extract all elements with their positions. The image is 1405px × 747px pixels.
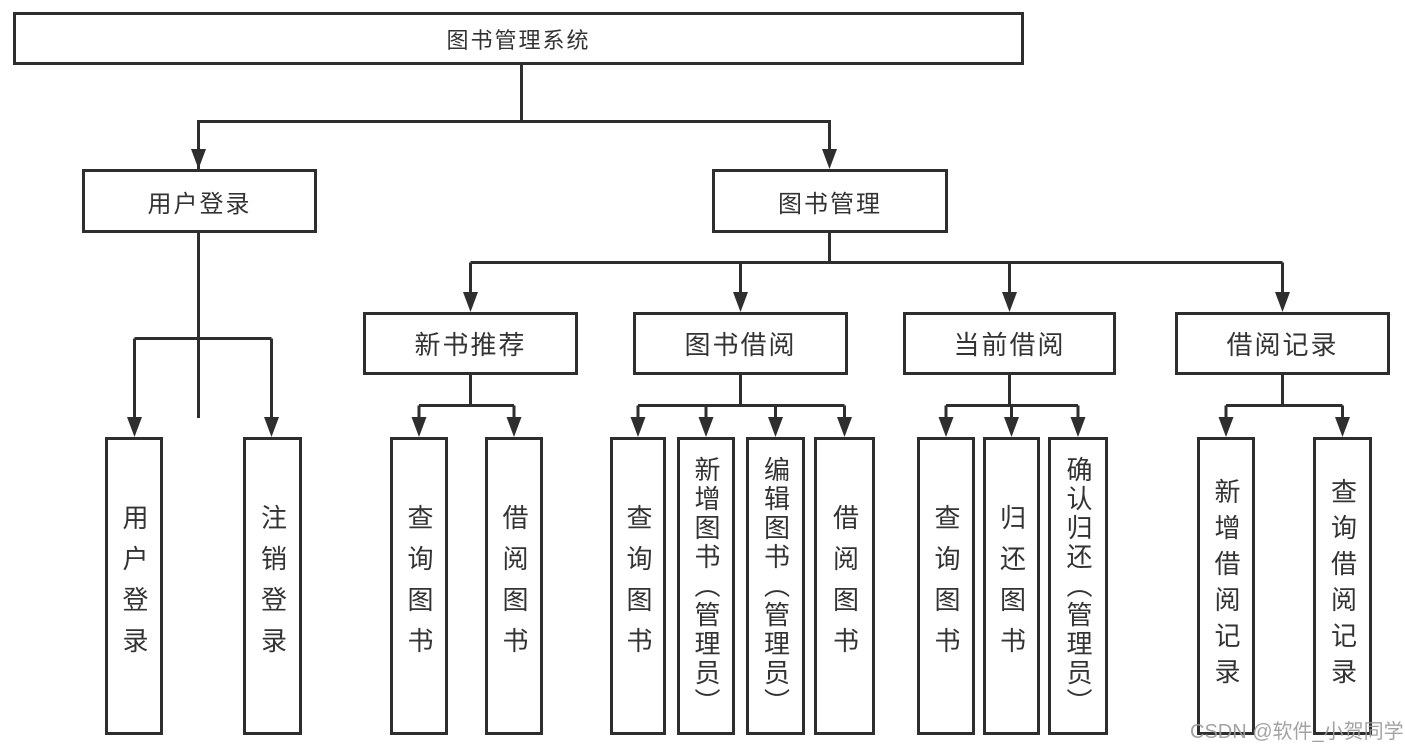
node-borrowing-records: 借阅记录 [1175,312,1390,375]
watermark: CSDN @软件_小贺同学 [1190,721,1404,743]
node-user-login: 用户登录 [82,169,317,233]
leaf-recommend-query-books: 查询图书 [390,437,448,735]
leaf-records-add-borrow-record: 新增借阅记录 [1197,437,1255,735]
node-current-borrowing: 当前借阅 [903,312,1116,375]
node-label: 图书借阅 [684,330,797,360]
node-label: 新增图书（管理员） [691,455,721,717]
leaf-borrowing-edit-books-admin: 编辑图书（管理员） [746,437,805,735]
leaf-logout: 注销登录 [243,437,302,735]
node-new-book-recommendation: 新书推荐 [363,312,578,375]
node-label: 新增借阅记录 [1211,478,1241,694]
node-label: 借阅图书 [829,504,860,668]
node-label: 确认归还（管理员） [1063,455,1093,717]
node-label: 编辑图书（管理员） [760,455,791,717]
node-label: 查询借阅记录 [1327,478,1358,694]
node-label: 新书推荐 [414,330,527,360]
node-label: 用户登录 [119,504,149,668]
node-label: 图书管理 [778,190,882,218]
leaf-current-return-books: 归还图书 [983,437,1040,735]
node-label: 查询图书 [931,504,961,668]
node-label: 归还图书 [996,504,1027,668]
leaf-borrowing-query-books: 查询图书 [610,437,666,735]
leaf-recommend-borrow-books: 借阅图书 [485,437,543,735]
node-label: 注销登录 [257,504,288,668]
leaf-borrowing-borrow-books: 借阅图书 [814,437,875,735]
node-book-borrowing: 图书借阅 [633,312,848,375]
leaf-records-query-borrow-record: 查询借阅记录 [1313,437,1372,735]
arrowheads [127,149,1350,437]
node-label: 查询图书 [623,504,653,668]
leaf-user-login: 用户登录 [105,437,163,735]
node-library-management-system: 图书管理系统 [13,12,1024,65]
node-book-management: 图书管理 [712,169,948,233]
leaf-current-query-books: 查询图书 [917,437,975,735]
node-label: 当前借阅 [953,330,1066,360]
leaf-borrowing-add-books-admin: 新增图书（管理员） [677,437,735,735]
node-label: 查询图书 [404,504,434,668]
leaf-current-confirm-return-admin: 确认归还（管理员） [1048,437,1108,735]
node-label: 借阅图书 [499,504,529,668]
node-label: 借阅记录 [1226,330,1339,360]
node-label: 用户登录 [147,190,252,218]
node-label: 图书管理系统 [446,27,591,53]
